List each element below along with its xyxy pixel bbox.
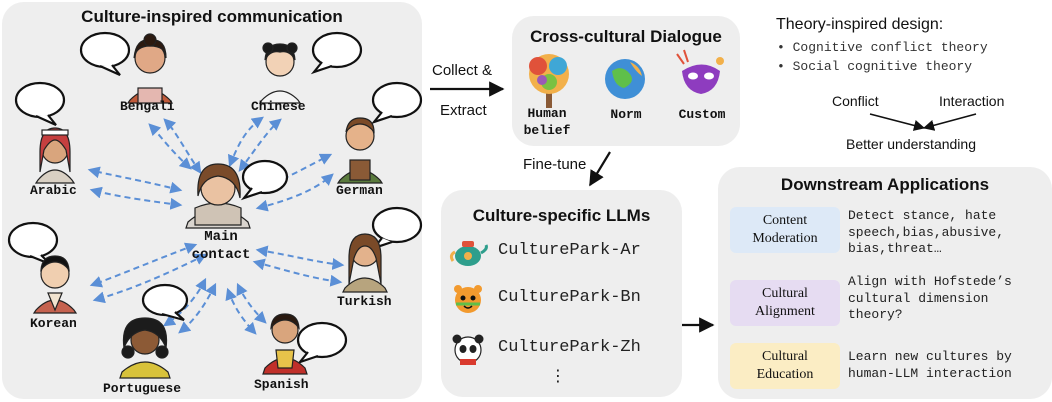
language-label-arabic: Arabic (30, 183, 77, 198)
app-description: Detect stance, hate speech,bias,abusive,… (848, 208, 1005, 256)
app-name: Content Moderation (752, 213, 818, 246)
mask-icon (676, 49, 724, 94)
turkish-avatar-icon (342, 233, 388, 293)
spanish-avatar-icon (262, 313, 308, 375)
dialogue-item-norm: Norm (610, 107, 642, 122)
theory-bullet: • Cognitive conflict theory (777, 40, 988, 55)
speech-bubble-icon (240, 159, 289, 201)
speech-bubble-icon (141, 283, 189, 322)
llm-model-name: CulturePark-Bn (498, 288, 641, 307)
german-avatar-icon (336, 117, 384, 184)
app-description: Align with Hofstede’s cultural dimension… (848, 274, 1012, 322)
tree-icon (529, 54, 569, 108)
teapot-icon (449, 241, 488, 266)
llm-model-row: CulturePark-Zh (446, 332, 686, 366)
extract-label: Extract (440, 102, 487, 119)
globe-icon (605, 59, 645, 99)
main-contact-label: Main contact (191, 229, 251, 263)
dialogue-panel-title: Cross-cultural Dialogue (530, 27, 722, 46)
language-label-chinese: Chinese (251, 99, 306, 114)
dashed-arrows (87, 116, 345, 335)
language-label-korean: Korean (30, 316, 77, 331)
language-label-spanish: Spanish (254, 377, 309, 392)
language-label-german: German (336, 183, 383, 198)
llm-model-row: CulturePark-Ar (446, 235, 686, 269)
theory-title: Theory-inspired design: (776, 16, 944, 33)
portuguese-avatar-icon (119, 317, 171, 379)
speech-bubbles (7, 31, 423, 365)
speech-bubble-icon (14, 81, 66, 127)
korean-avatar-icon (32, 255, 78, 314)
conflict-label: Conflict (832, 93, 879, 109)
chinese-avatar-icon (258, 42, 302, 104)
more-models-ellipsis: ⋮ (550, 366, 566, 385)
dialogue-item-custom: Custom (678, 107, 726, 122)
theory-bullet-text: Cognitive conflict theory (792, 40, 988, 55)
speech-bubble-icon (296, 321, 348, 365)
speech-bubble-icon (310, 31, 363, 75)
better-understanding-label: Better understanding (846, 136, 976, 152)
dialogue-item-human-belief: Human belief (523, 106, 571, 138)
speech-bubble-icon (370, 81, 423, 125)
dialogue-icons (529, 49, 724, 108)
llm-panel-title: Culture-specific LLMs (472, 206, 651, 225)
app-content-moderation: Content Moderation (730, 207, 840, 253)
llm-model-name: CulturePark-Zh (498, 338, 641, 357)
speech-bubble-icon (79, 31, 131, 77)
conflict-line (869, 113, 926, 131)
bengali-avatar-icon (126, 33, 174, 104)
app-name: Cultural Education (756, 349, 814, 382)
applications-panel-title: Downstream Applications (780, 175, 990, 194)
interaction-line (922, 113, 977, 131)
theory-bullet-text: Social cognitive theory (792, 59, 973, 74)
app-description: Learn new cultures by human-LLM interact… (848, 349, 1012, 381)
llm-model-row: CulturePark-Bn (446, 282, 686, 316)
collect-label: Collect & (432, 62, 493, 79)
main-contact-avatar-icon (185, 163, 251, 229)
llm-panel (441, 190, 682, 397)
finetune-label: Fine-tune (523, 156, 587, 173)
app-cultural-alignment: Cultural Alignment (730, 280, 840, 326)
finetune-arrow (589, 151, 611, 187)
arabic-avatar-icon (34, 127, 76, 184)
app-cultural-education: Cultural Education (730, 343, 840, 389)
language-label-bengali: Bengali (120, 99, 175, 114)
communication-network (7, 31, 423, 379)
left-panel-title: Culture-inspired communication (81, 7, 343, 26)
llm-model-name: CulturePark-Ar (498, 241, 641, 260)
avatars (32, 33, 388, 379)
interaction-label: Interaction (939, 93, 1005, 109)
tiger-icon (454, 285, 482, 313)
theory-bullet: • Social cognitive theory (777, 59, 973, 74)
panda-icon (452, 334, 484, 365)
language-label-portuguese: Portuguese (103, 381, 182, 396)
language-label-turkish: Turkish (337, 294, 392, 309)
app-name: Cultural Alignment (755, 286, 815, 319)
